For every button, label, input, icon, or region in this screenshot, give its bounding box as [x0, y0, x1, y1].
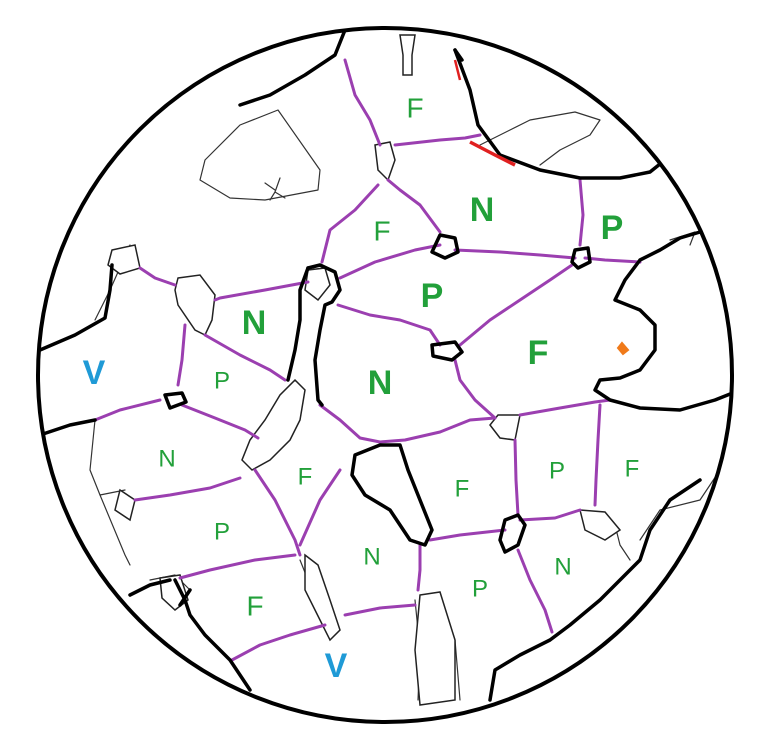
- region-label: N: [242, 304, 267, 342]
- region-label: F: [246, 590, 263, 621]
- region-label: F: [528, 334, 549, 372]
- region-label: N: [554, 553, 571, 580]
- region-label: F: [406, 92, 423, 123]
- region-label: P: [472, 575, 488, 602]
- region-label: F: [455, 475, 470, 502]
- region-label: N: [470, 191, 495, 229]
- colored-marks: [453, 59, 630, 356]
- field-of-view-content: [38, 28, 732, 706]
- purple-boundaries: [93, 58, 642, 662]
- region-label: P: [549, 457, 565, 484]
- region-label: N: [368, 364, 393, 402]
- grain-blobs: [107, 34, 622, 706]
- region-label: P: [601, 209, 624, 247]
- region-label: F: [625, 455, 640, 482]
- region-label: V: [325, 647, 348, 685]
- region-labels: F N F P N P F V P N N F F P F P N P N F …: [83, 92, 640, 685]
- region-label: P: [214, 367, 230, 394]
- black-features: [38, 28, 732, 702]
- region-label: F: [373, 215, 390, 246]
- region-label: P: [214, 518, 230, 545]
- region-label: N: [363, 543, 380, 570]
- region-label: P: [421, 277, 444, 315]
- region-label: V: [83, 354, 106, 392]
- field-of-view-circle: [36, 26, 734, 724]
- region-label: F: [298, 463, 313, 490]
- region-label: N: [158, 445, 175, 472]
